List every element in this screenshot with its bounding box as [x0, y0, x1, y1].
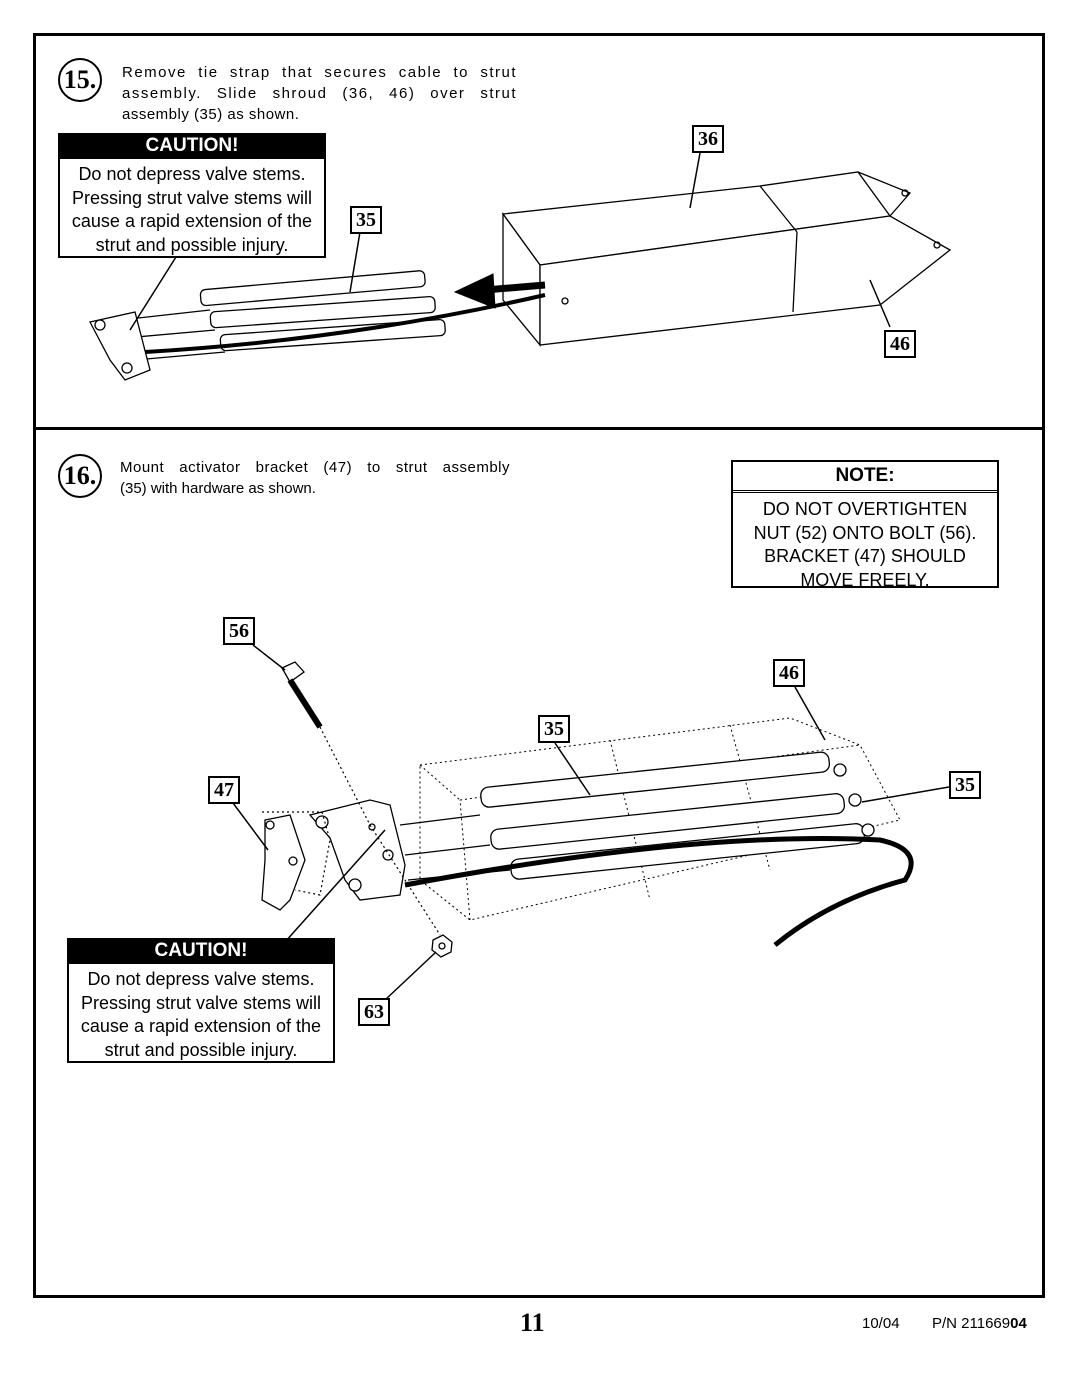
note-line: BRACKET (47) SHOULD	[764, 546, 966, 566]
callout-56: 56	[223, 617, 255, 645]
callout-35: 35	[949, 771, 981, 799]
mounting-bracket	[308, 799, 406, 901]
callout-35: 35	[350, 206, 382, 234]
note-line: NUT (52) ONTO BOLT (56).	[753, 522, 977, 543]
caution-line: Pressing strut valve stems will	[71, 187, 313, 208]
part-number: P/N 21166904	[932, 1315, 1027, 1332]
caution-line: Pressing strut valve stems will	[80, 992, 322, 1013]
instruction-line: (35) with hardware as shown.	[120, 480, 316, 497]
caution-line: cause a rapid extension of the	[71, 211, 313, 231]
caution-line: strut and possible injury.	[104, 1039, 298, 1060]
part-number-suffix: 04	[1010, 1315, 1027, 1332]
page-number: 11	[520, 1308, 545, 1337]
part-number-prefix: P/N 211669	[932, 1315, 1011, 1332]
caution-line: Do not depress valve stems.	[87, 969, 315, 989]
note-header: NOTE:	[733, 462, 997, 493]
callout-63: 63	[358, 998, 390, 1026]
callout-46: 46	[884, 330, 916, 358]
revision-date: 10/04	[862, 1315, 900, 1332]
instruction-line: Mount activator bracket (47) to strut as…	[120, 459, 510, 476]
step-16-number: 16.	[58, 454, 102, 498]
direction-arrow	[453, 273, 546, 309]
step-15-instructions: Remove tie strap that secures cable to s…	[122, 62, 517, 125]
caution-line: Do not depress valve stems.	[78, 164, 306, 184]
note-line: MOVE FREELY.	[800, 569, 930, 590]
note-box: NOTE: DO NOT OVERTIGHTEN NUT (52) ONTO B…	[731, 460, 999, 590]
step-15-number: 15.	[58, 58, 102, 102]
caution-header: CAUTION!	[58, 133, 326, 159]
instruction-line: assembly (35) as shown.	[122, 106, 300, 123]
note-line: DO NOT OVERTIGHTEN	[762, 499, 968, 519]
caution-line: strut and possible injury.	[95, 234, 289, 255]
strut-assembly-detail	[399, 751, 875, 881]
instruction-line: Remove tie strap that secures cable to s…	[122, 64, 517, 81]
callout-36: 36	[692, 125, 724, 153]
step-divider	[33, 427, 1045, 430]
callout-46: 46	[773, 659, 805, 687]
caution-box-step-15: CAUTION! Do not depress valve stems. Pre…	[58, 133, 326, 258]
bolt-56	[281, 661, 323, 729]
caution-header: CAUTION!	[67, 938, 335, 964]
step-16-instructions: Mount activator bracket (47) to strut as…	[120, 457, 510, 499]
caution-box-step-16: CAUTION! Do not depress valve stems. Pre…	[67, 938, 335, 1063]
page-frame	[33, 33, 1045, 1298]
callout-35: 35	[538, 715, 570, 743]
nut-63	[431, 934, 453, 958]
activator-bracket-47	[261, 814, 306, 911]
shroud-illustration	[501, 171, 952, 347]
instruction-line: assembly. Slide shroud (36, 46) over str…	[122, 85, 517, 102]
caution-line: cause a rapid extension of the	[80, 1016, 322, 1036]
callout-47: 47	[208, 776, 240, 804]
